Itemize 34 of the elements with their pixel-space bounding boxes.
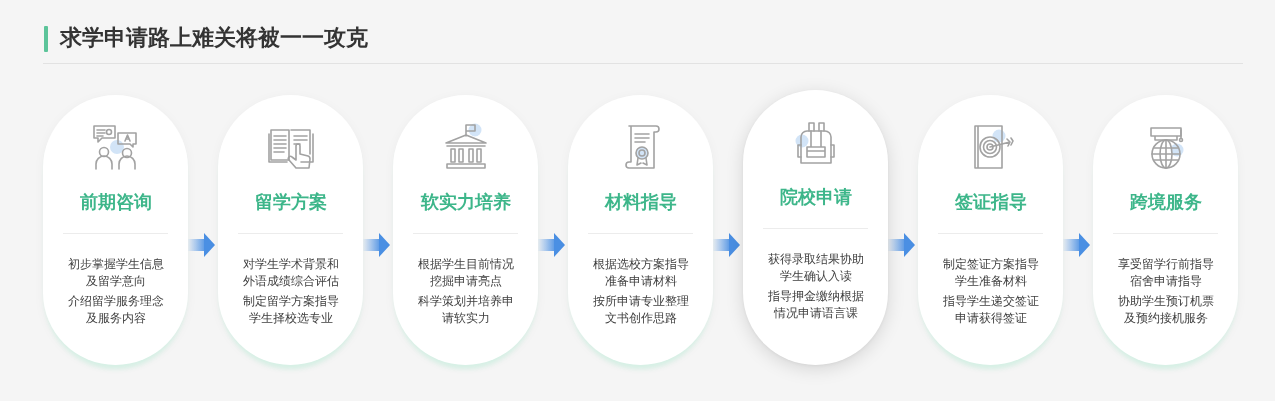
step-description: 根据学生目前情况挖掘申请亮点 xyxy=(416,256,515,290)
step-description: 享受留学行前指导宿舍申请指导 xyxy=(1116,256,1215,290)
arrow xyxy=(538,233,565,257)
step-description: 指导学生递交签证申请获得签证 xyxy=(941,293,1040,327)
page-title: 求学申请路上难关将被一一攻克 xyxy=(60,24,368,52)
step-description: 介绍留学服务理念及服务内容 xyxy=(66,293,165,327)
arrow xyxy=(188,233,215,257)
step-title: 跨境服务 xyxy=(1129,190,1202,214)
step-title: 院校申请 xyxy=(779,185,852,209)
step-title: 留学方案 xyxy=(254,190,327,214)
step-title: 材料指导 xyxy=(604,190,677,214)
step-title: 前期咨询 xyxy=(79,190,152,214)
step-description: 指导押金缴纳根据情况申请语言课 xyxy=(766,288,865,322)
step-title: 签证指导 xyxy=(954,190,1027,214)
step-card xyxy=(393,95,538,365)
step-card xyxy=(218,95,363,365)
step-card xyxy=(1093,95,1238,365)
step-description: 根据选校方案指导准备申请材料 xyxy=(591,256,690,290)
step-description: 科学策划并培养申请软实力 xyxy=(416,293,515,327)
step-title: 软实力培养 xyxy=(420,190,511,214)
step-description: 制定签证方案指导学生准备材料 xyxy=(941,256,1040,290)
step-card xyxy=(568,95,713,365)
step-description: 协助学生预订机票及预约接机服务 xyxy=(1116,293,1215,327)
step-card xyxy=(43,95,188,365)
arrow xyxy=(363,233,390,257)
step-description: 对学生学术背景和外语成绩综合评估 xyxy=(241,256,340,290)
step-card xyxy=(918,95,1063,365)
step-description: 制定留学方案指导学生择校选专业 xyxy=(241,293,340,327)
arrow xyxy=(888,233,915,257)
step-description: 按所申请专业整理文书创作思路 xyxy=(591,293,690,327)
arrow xyxy=(1063,233,1090,257)
step-description: 初步掌握学生信息及留学意向 xyxy=(66,256,165,290)
arrow xyxy=(713,233,740,257)
step-description: 获得录取结果协助学生确认入读 xyxy=(766,251,865,285)
